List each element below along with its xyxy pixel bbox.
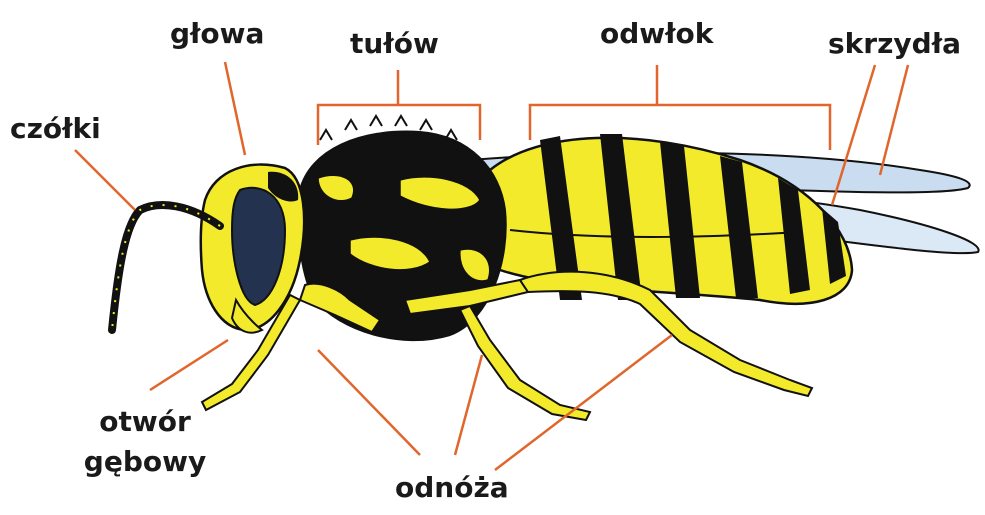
label-otwor-line2: gębowy [70,442,220,482]
label-skrzydla: skrzydła [828,30,961,58]
leader-odnoza-3 [495,335,672,470]
label-odwlok: odwłok [600,20,713,48]
label-otwor-gebowy: otwór gębowy [70,402,220,482]
leader-odnoza-1 [318,350,420,455]
label-otwor-line1: otwór [70,402,220,442]
label-tulow: tułów [350,30,439,58]
leader-glowa [225,62,245,155]
label-odnoza: odnóża [395,474,509,502]
bracket-odwlok [530,65,830,150]
label-glowa: głowa [170,20,264,48]
leader-skrzydla-2 [880,65,908,175]
leader-czulki [75,150,135,210]
label-czulki: czółki [10,115,101,143]
leader-odnoza-2 [455,355,482,455]
leader-otwor [150,340,228,390]
